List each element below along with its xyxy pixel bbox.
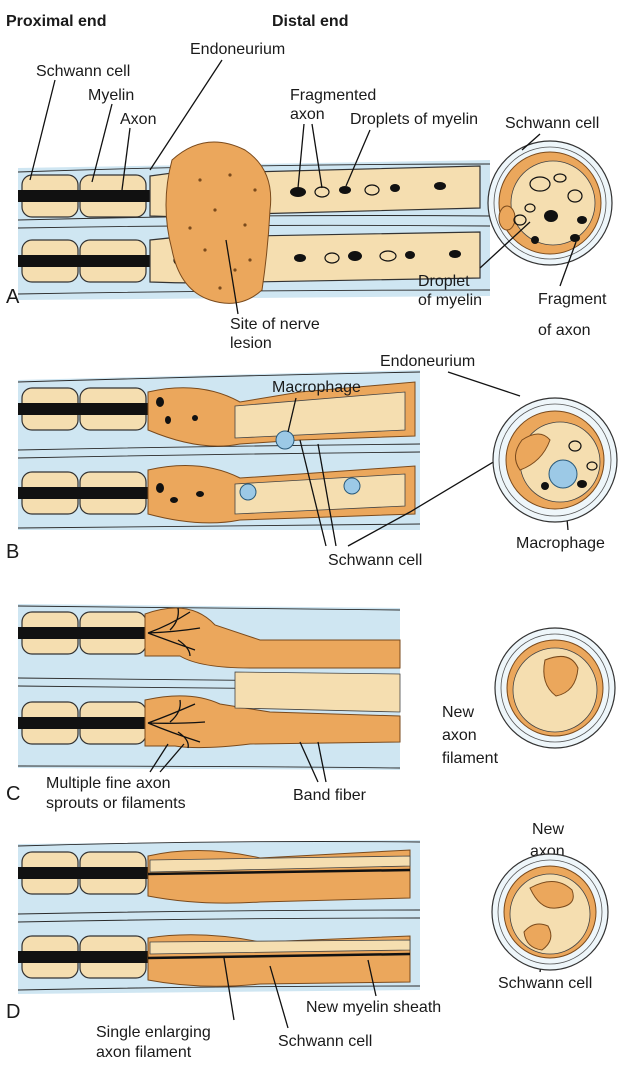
panel-c-letter: C bbox=[6, 783, 20, 805]
label-a-schwann-cell: Schwann cell bbox=[36, 63, 130, 80]
panel-b-cross-section bbox=[493, 398, 617, 522]
panel-d-cross-section bbox=[492, 854, 608, 970]
panel-b-letter: B bbox=[6, 541, 19, 563]
label-a-cs-schwann-cell: Schwann cell bbox=[505, 115, 599, 132]
panel-a: A Schwann cell Myelin Axon Endoneurium F… bbox=[6, 41, 612, 352]
label-a-cs-fragment-line1: Fragment bbox=[538, 291, 607, 308]
label-c-new-axon-line2: axon bbox=[442, 727, 477, 744]
label-b-cs-endoneurium: Endoneurium bbox=[380, 353, 475, 370]
label-a-endoneurium: Endoneurium bbox=[190, 41, 285, 58]
panel-c: C Multiple fine axon sprouts or filament… bbox=[6, 604, 615, 812]
panel-a-letter: A bbox=[6, 286, 20, 308]
label-d-single-line2: axon filament bbox=[96, 1044, 192, 1061]
leader-a-schwann-cell bbox=[30, 80, 55, 180]
label-c-new-axon-line1: New bbox=[442, 704, 474, 721]
leader-b-cs-endoneurium bbox=[448, 372, 520, 396]
panel-c-cross-section bbox=[495, 628, 615, 748]
panel-a-cross-section bbox=[488, 141, 612, 265]
proximal-end-header: Proximal end bbox=[6, 13, 106, 30]
label-a-site-line2: lesion bbox=[230, 335, 272, 352]
label-b-cs-macrophage: Macrophage bbox=[516, 535, 605, 552]
panel-d-longitudinal-section bbox=[18, 840, 420, 994]
label-a-fragmented-axon-line1: Fragmented bbox=[290, 87, 376, 104]
label-d-new-myelin-sheath: New myelin sheath bbox=[306, 999, 441, 1016]
label-a-cs-fragment-line2: of axon bbox=[538, 322, 590, 339]
label-c-sprouts-line1: Multiple fine axon bbox=[46, 775, 171, 792]
label-b-macrophage: Macrophage bbox=[272, 379, 361, 396]
label-a-myelin: Myelin bbox=[88, 87, 134, 104]
label-c-sprouts-line2: sprouts or filaments bbox=[46, 795, 186, 812]
panel-c-longitudinal-section bbox=[18, 604, 400, 770]
label-d-cs-new-axon-line1: New bbox=[532, 821, 564, 838]
panel-d: D New axon Schwann cell New myelin sheat… bbox=[6, 821, 608, 1061]
label-c-band-fiber: Band fiber bbox=[293, 787, 367, 804]
label-b-schwann-cell: Schwann cell bbox=[328, 552, 422, 569]
label-a-axon: Axon bbox=[120, 111, 156, 128]
distal-end-header: Distal end bbox=[272, 13, 348, 30]
label-a-droplets-of-myelin: Droplets of myelin bbox=[350, 111, 478, 128]
label-c-new-axon-line3: filament bbox=[442, 750, 499, 767]
label-d-single-line1: Single enlarging bbox=[96, 1024, 211, 1041]
label-a-fragmented-axon-line2: axon bbox=[290, 106, 325, 123]
panel-d-letter: D bbox=[6, 1001, 20, 1023]
label-a-cs-droplet-line1: Droplet bbox=[418, 273, 470, 290]
label-a-site-line1: Site of nerve bbox=[230, 316, 320, 333]
label-d-schwann-cell: Schwann cell bbox=[278, 1033, 372, 1050]
label-a-cs-droplet-line2: of myelin bbox=[418, 292, 482, 309]
panel-b: B Macrophage Endoneurium Schwann cell Ma… bbox=[6, 353, 617, 569]
label-d-cs-schwann-cell: Schwann cell bbox=[498, 975, 592, 992]
